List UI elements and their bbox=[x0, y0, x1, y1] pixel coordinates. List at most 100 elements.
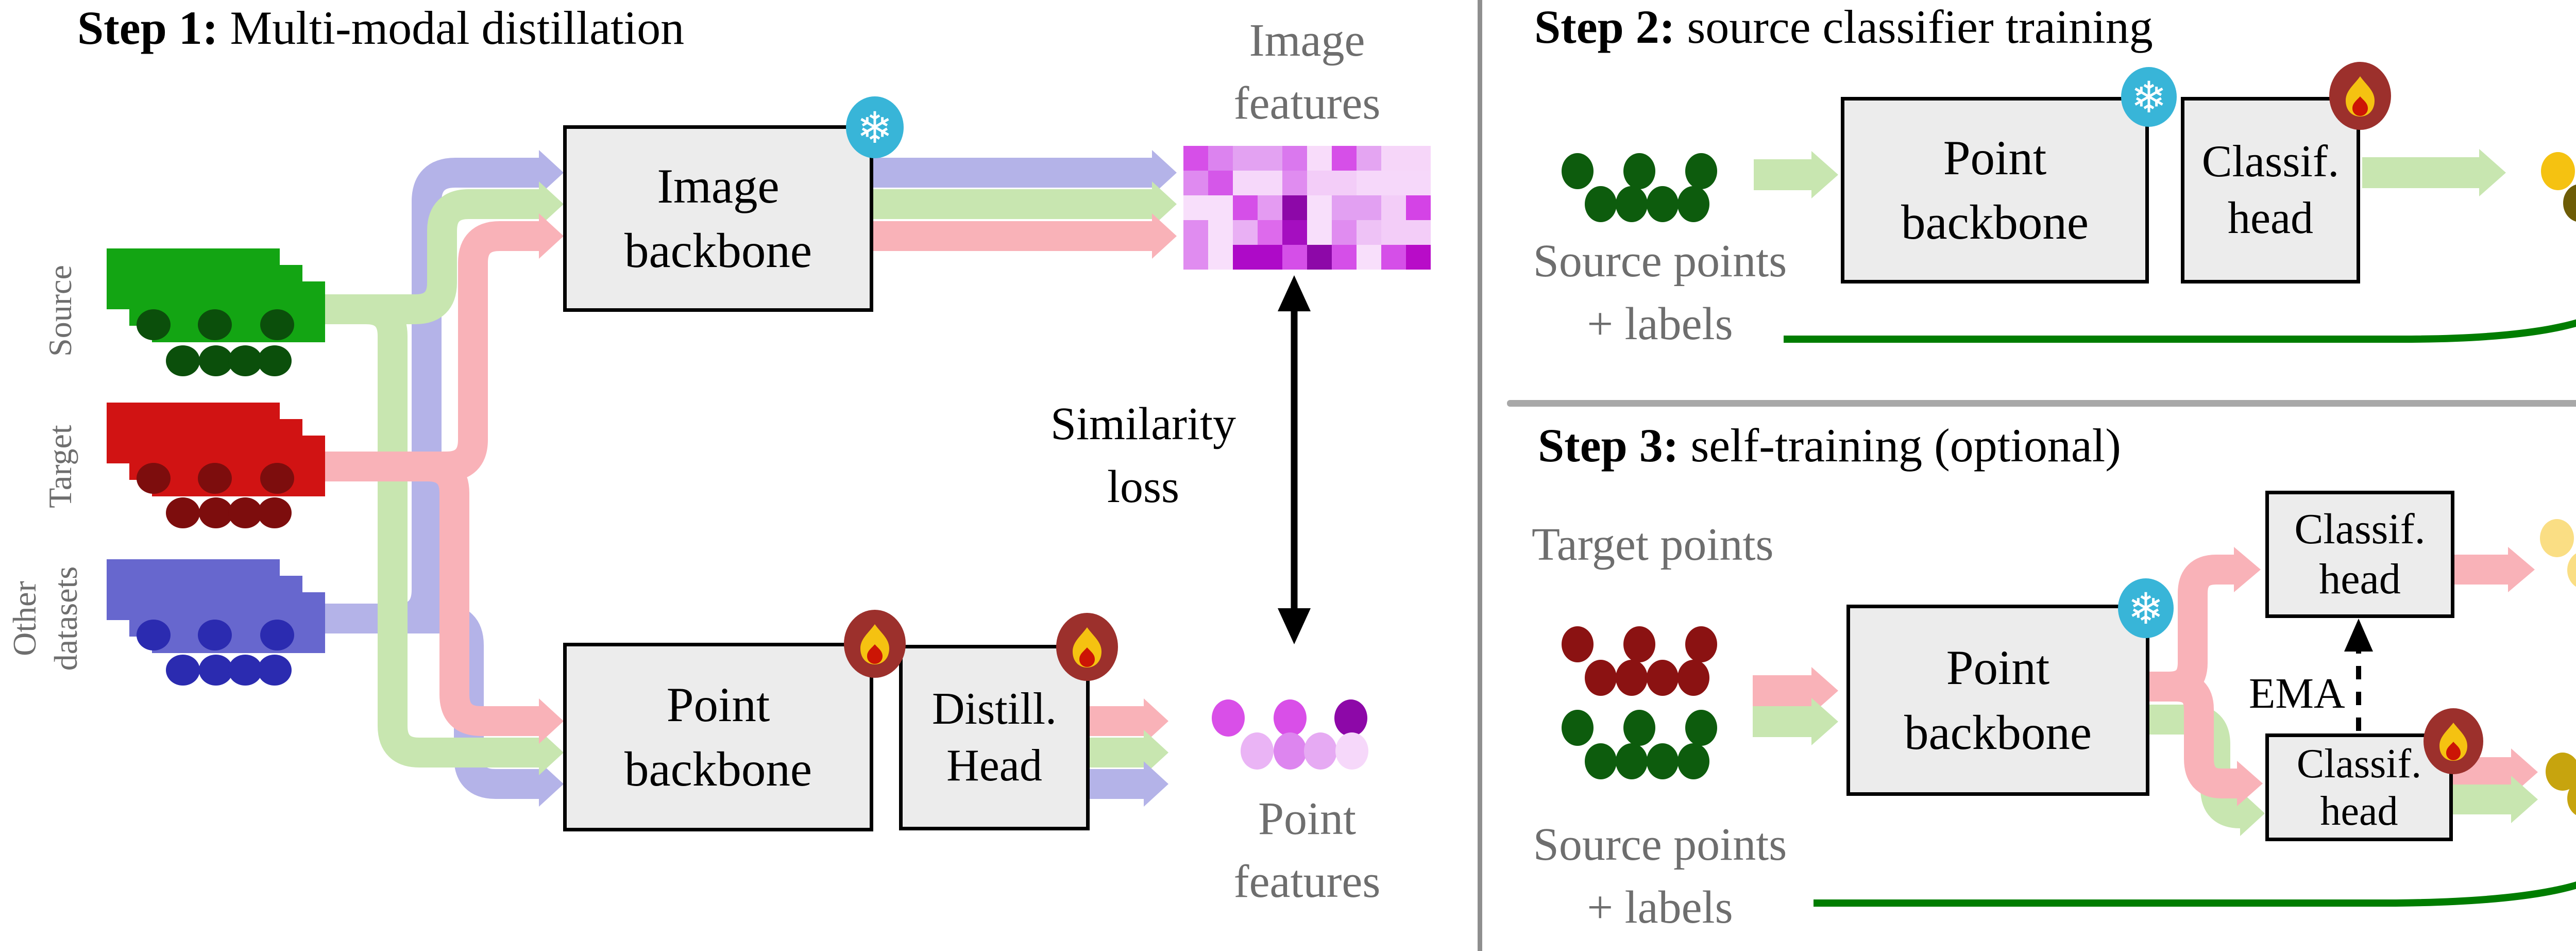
label-line: + labels bbox=[1587, 881, 1733, 933]
step1-title: Step 1: Multi-modal distillation bbox=[77, 3, 684, 53]
box-label: Point bbox=[666, 677, 770, 732]
heatmap-cell bbox=[1233, 195, 1258, 220]
heatmap-cell bbox=[1332, 245, 1357, 270]
point-dot bbox=[1274, 699, 1307, 737]
point-dot bbox=[198, 463, 232, 494]
step2-title-rest: source classifier training bbox=[1675, 1, 2153, 53]
point-dot bbox=[137, 620, 171, 650]
point-dot bbox=[166, 497, 200, 528]
box-label: Classif. bbox=[2294, 505, 2426, 553]
heatmap-cell bbox=[1381, 195, 1406, 220]
point-dot bbox=[1241, 732, 1274, 770]
point-dot bbox=[258, 497, 292, 528]
step2-title: Step 2: source classifier training bbox=[1534, 2, 2153, 52]
heatmap-cell bbox=[1183, 146, 1208, 171]
other-datasets-axis-label: Other datasets bbox=[4, 490, 87, 747]
arrowhead bbox=[1152, 181, 1177, 227]
point-dot bbox=[137, 463, 171, 494]
heatmap-cell bbox=[1282, 171, 1307, 195]
heatmap-cell bbox=[1381, 245, 1406, 270]
heatmap-cell bbox=[1233, 245, 1258, 270]
heatmap-cell bbox=[1332, 171, 1357, 195]
point-dot bbox=[258, 345, 292, 376]
point-dot bbox=[166, 345, 200, 376]
box-label: head bbox=[2320, 788, 2398, 834]
point-dot bbox=[1677, 186, 1709, 222]
label-line: Similarity bbox=[1050, 398, 1236, 449]
heatmap-cell bbox=[1406, 245, 1431, 270]
similarity-loss-label: Similarity loss bbox=[1014, 393, 1272, 518]
point-dot bbox=[260, 620, 294, 650]
arrowhead bbox=[1144, 698, 1168, 744]
box-label: Classif. bbox=[2201, 137, 2340, 187]
box-label: head bbox=[2227, 193, 2314, 243]
box-label: backbone bbox=[1901, 195, 2089, 249]
step3-title-rest: self-training (optional) bbox=[1679, 419, 2121, 472]
point-dot bbox=[199, 497, 233, 528]
heatmap-cell bbox=[1406, 171, 1431, 195]
label-text: Target points bbox=[1532, 519, 1774, 570]
point-dot bbox=[198, 309, 232, 340]
point-dot bbox=[228, 497, 262, 528]
step3-flow-target-to-head bbox=[2149, 672, 2238, 798]
box-label: backbone bbox=[624, 223, 812, 278]
heatmap-cell bbox=[1381, 171, 1406, 195]
point-backbone-box-step2: Point backbone bbox=[1841, 97, 2149, 283]
heatmap-cell bbox=[1233, 171, 1258, 195]
heatmap-cell bbox=[1258, 146, 1282, 171]
arrowhead bbox=[539, 150, 564, 195]
point-dot bbox=[1334, 699, 1367, 737]
heatmap-cell bbox=[1307, 146, 1332, 171]
arrowhead bbox=[539, 698, 564, 744]
heatmap-cell bbox=[1258, 171, 1282, 195]
arrowhead bbox=[1152, 213, 1177, 259]
point-dot bbox=[1685, 153, 1717, 189]
heatmap-cell bbox=[1357, 220, 1381, 245]
heatmap-cell bbox=[1183, 245, 1208, 270]
label-line: + labels bbox=[1587, 298, 1733, 349]
label-line: Point bbox=[1258, 793, 1357, 844]
point-dot bbox=[1647, 186, 1679, 222]
arrowhead bbox=[2237, 761, 2263, 806]
arrowhead bbox=[1144, 730, 1168, 775]
point-dot bbox=[1677, 660, 1709, 696]
point-dot bbox=[260, 463, 294, 494]
point-dot bbox=[1685, 710, 1717, 746]
point-backbone-box-step3: Point backbone bbox=[1846, 605, 2149, 796]
point-dot bbox=[2541, 152, 2575, 190]
point-backbone-box-step1: Point backbone bbox=[563, 643, 873, 831]
point-dot bbox=[228, 655, 262, 686]
box-label: Point bbox=[1946, 640, 2050, 695]
heatmap-cell bbox=[1406, 146, 1431, 171]
heatmap-cell bbox=[1183, 171, 1208, 195]
point-dot bbox=[199, 345, 233, 376]
step1-title-rest: Multi-modal distillation bbox=[218, 2, 685, 54]
heatmap-cell bbox=[1357, 171, 1381, 195]
box-label: Distill. bbox=[931, 684, 1057, 734]
classif-head-box-step3: Classif. head bbox=[2265, 733, 2453, 841]
arrowhead bbox=[539, 213, 564, 259]
heatmap-cell bbox=[1332, 220, 1357, 245]
point-dot bbox=[1623, 626, 1655, 662]
step3-target-points-label: Target points bbox=[1532, 513, 1773, 576]
heatmap-cell bbox=[1332, 146, 1357, 171]
arrowhead bbox=[2508, 547, 2535, 592]
point-dot bbox=[198, 620, 232, 650]
point-dot bbox=[1562, 626, 1594, 662]
step3-source-points-label: Source points + labels bbox=[1516, 813, 1804, 939]
heatmap-cell bbox=[1307, 195, 1332, 220]
heatmap-cell bbox=[1208, 245, 1233, 270]
point-dot bbox=[1335, 732, 1368, 770]
heatmap-cell bbox=[1357, 245, 1381, 270]
heatmap-cell bbox=[1258, 195, 1282, 220]
arrowhead bbox=[2240, 791, 2265, 836]
point-dot bbox=[258, 655, 292, 686]
box-label: Classif. bbox=[2296, 741, 2422, 787]
classif-head-box-step2: Classif. head bbox=[2181, 97, 2360, 283]
box-label: Image bbox=[657, 158, 779, 213]
point-dot bbox=[1616, 660, 1648, 696]
heatmap-cell bbox=[1307, 171, 1332, 195]
heatmap-cell bbox=[1183, 195, 1208, 220]
point-dot bbox=[1585, 660, 1617, 696]
